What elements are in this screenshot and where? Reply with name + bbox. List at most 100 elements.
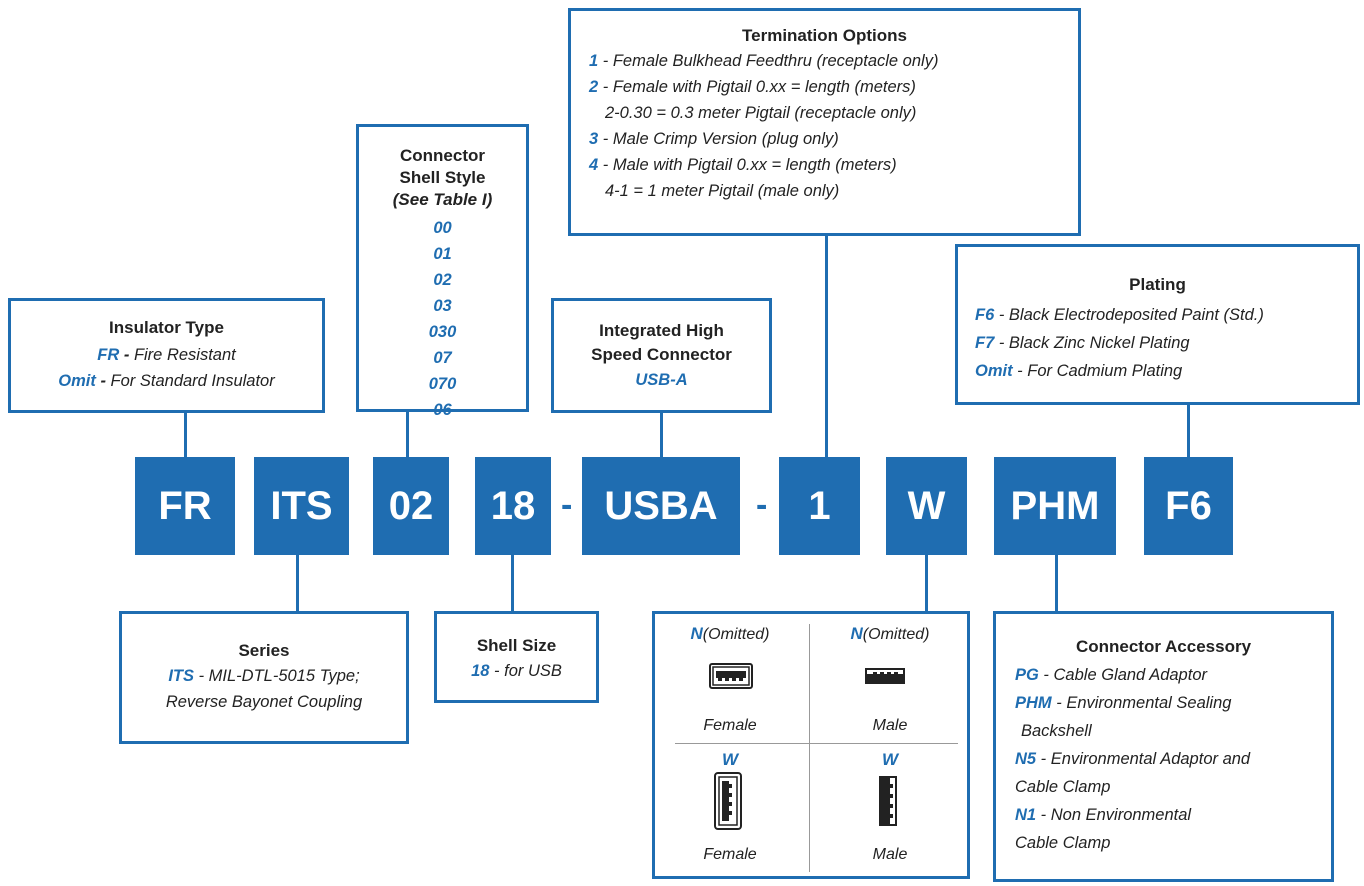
- connector-line-shell-style: [406, 410, 409, 457]
- termination-desc: - Male Crimp Version (plug only): [598, 130, 839, 148]
- connector-line-insulator: [184, 412, 187, 457]
- orientation-cell-label: Female: [703, 846, 757, 863]
- plating-desc: - Black Electrodeposited Paint (Std.): [994, 306, 1264, 324]
- orientation-cell-header: W: [669, 750, 791, 770]
- code-shell-style: 02: [373, 457, 449, 555]
- accessory-code: PG: [1015, 666, 1039, 684]
- connector-accessory-box: Connector Accessory PG - Cable Gland Ada…: [993, 611, 1334, 882]
- shell-style-option: 03: [433, 297, 452, 315]
- termination-title: Termination Options: [742, 26, 907, 45]
- insulator-desc: Fire Resistant: [133, 346, 236, 364]
- accessory-option-pg: PG - Cable Gland Adaptor: [1015, 661, 1331, 689]
- accessory-option-n1-cont: Cable Clamp: [1015, 829, 1331, 857]
- code-termination: 1: [779, 457, 860, 555]
- insulator-code: FR: [97, 346, 120, 364]
- orientation-code: W: [881, 750, 899, 769]
- termination-option-4-note: 4-1 = 1 meter Pigtail (male only): [589, 178, 1078, 204]
- orientation-cell-header: W: [820, 750, 960, 770]
- usb-female-horizontal-icon: [709, 663, 753, 689]
- usb-female-vertical-icon: [714, 772, 742, 830]
- separator: -: [119, 346, 134, 364]
- series-desc: - MIL-DTL-5015 Type;: [194, 667, 360, 685]
- plating-option-f7: F7 - Black Zinc Nickel Plating: [975, 329, 1357, 357]
- accessory-desc: Cable Clamp: [1015, 778, 1111, 796]
- termination-code: 4: [589, 156, 599, 174]
- accessory-title: Connector Accessory: [1075, 637, 1252, 656]
- plating-rows: F6 - Black Electrodeposited Paint (Std.)…: [958, 301, 1357, 385]
- termination-code: 2: [589, 78, 599, 96]
- insulator-desc: For Standard Insulator: [110, 372, 275, 390]
- high-speed-connector-box: Integrated High Speed Connector USB-A: [551, 298, 772, 413]
- connector-line-series: [296, 554, 299, 612]
- shell-size-title: Shell Size: [476, 636, 557, 655]
- hsc-value: USB-A: [635, 371, 688, 389]
- shell-style-title-2: Shell Style: [399, 168, 486, 187]
- accessory-code: PHM: [1015, 694, 1052, 712]
- shell-style-option: 07: [433, 349, 452, 367]
- accessory-option-n5: N5 - Environmental Adaptor and: [1015, 745, 1331, 773]
- termination-desc: 2-0.30 = 0.3 meter Pigtail (receptacle o…: [605, 104, 917, 122]
- termination-rows: 1 - Female Bulkhead Feedthru (receptacle…: [571, 48, 1078, 204]
- termination-option-2: 2 - Female with Pigtail 0.xx = length (m…: [589, 74, 1078, 100]
- plating-option-omit: Omit - For Cadmium Plating: [975, 357, 1357, 385]
- hsc-title-1: Integrated High: [599, 321, 724, 340]
- orientation-code: N: [850, 624, 863, 643]
- accessory-desc: - Environmental Adaptor and: [1036, 750, 1251, 768]
- series-desc: Reverse Bayonet Coupling: [165, 693, 363, 711]
- accessory-desc: - Non Environmental: [1036, 806, 1192, 824]
- plating-box: Plating F6 - Black Electrodeposited Pain…: [955, 244, 1360, 405]
- plating-title: Plating: [1129, 275, 1186, 294]
- orientation-code: N: [690, 624, 703, 643]
- plating-code: Omit: [975, 362, 1013, 380]
- plating-desc: - Black Zinc Nickel Plating: [994, 334, 1190, 352]
- plating-desc: - For Cadmium Plating: [1012, 362, 1183, 380]
- orientation-cell-label: Male: [872, 846, 908, 863]
- termination-desc: - Female with Pigtail 0.xx = length (met…: [598, 78, 916, 96]
- termination-options-box: Termination Options 1 - Female Bulkhead …: [568, 8, 1081, 236]
- orientation-code: W: [721, 750, 739, 769]
- termination-code: 1: [589, 52, 599, 70]
- shell-style-subtitle: (See Table I): [392, 190, 493, 209]
- termination-option-1: 1 - Female Bulkhead Feedthru (receptacle…: [589, 48, 1078, 74]
- shell-style-option: 06: [433, 401, 452, 419]
- termination-option-3: 3 - Male Crimp Version (plug only): [589, 126, 1078, 152]
- orientation-note: (Omitted): [862, 626, 930, 643]
- series-box: Series ITS - MIL-DTL-5015 Type; Reverse …: [119, 611, 409, 744]
- orientation-note: (Omitted): [702, 626, 770, 643]
- termination-desc: 4-1 = 1 meter Pigtail (male only): [605, 182, 840, 200]
- dash-separator-2: -: [756, 486, 768, 524]
- series-code: ITS: [168, 667, 194, 685]
- orientation-divider-horizontal: [675, 743, 958, 744]
- insulator-option-fr: FR - Fire Resistant: [11, 342, 322, 368]
- shell-style-option: 02: [433, 271, 452, 289]
- accessory-desc: Backshell: [1021, 722, 1092, 740]
- connector-line-hsc: [660, 411, 663, 457]
- shell-size-box: Shell Size 18 - for USB: [434, 611, 599, 703]
- accessory-desc: - Environmental Sealing: [1051, 694, 1232, 712]
- accessory-desc: - Cable Gland Adaptor: [1038, 666, 1207, 684]
- insulator-option-omit: Omit - For Standard Insulator: [11, 368, 322, 394]
- dash-separator-1: -: [561, 486, 573, 524]
- plating-option-f6: F6 - Black Electrodeposited Paint (Std.): [975, 301, 1357, 329]
- usb-male-horizontal-icon: [865, 668, 905, 684]
- accessory-option-n5-cont: Cable Clamp: [1015, 773, 1331, 801]
- connector-line-shell-size: [511, 554, 514, 612]
- orientation-cell-header: N(Omitted): [669, 624, 791, 644]
- shell-style-box: Connector Shell Style (See Table I) 00 0…: [356, 124, 529, 419]
- usb-male-vertical-icon: [879, 776, 897, 826]
- code-shell-size: 18: [475, 457, 551, 555]
- shell-style-title-1: Connector: [400, 146, 485, 165]
- shell-size-code: 18: [471, 662, 490, 680]
- accessory-code: N1: [1015, 806, 1037, 824]
- orientation-box: N(Omitted) Female N(Omitted) Male W Fema…: [652, 611, 970, 879]
- accessory-code: N5: [1015, 750, 1037, 768]
- accessory-rows: PG - Cable Gland Adaptor PHM - Environme…: [996, 661, 1331, 857]
- series-line-1: ITS - MIL-DTL-5015 Type;: [122, 663, 406, 689]
- connector-line-termination: [825, 234, 828, 457]
- hsc-title-2: Speed Connector: [591, 345, 732, 364]
- code-orientation: W: [886, 457, 967, 555]
- termination-desc: - Female Bulkhead Feedthru (receptacle o…: [598, 52, 939, 70]
- orientation-divider-vertical: [809, 624, 810, 872]
- accessory-option-phm: PHM - Environmental Sealing: [1015, 689, 1331, 717]
- orientation-cell-header: N(Omitted): [820, 624, 960, 644]
